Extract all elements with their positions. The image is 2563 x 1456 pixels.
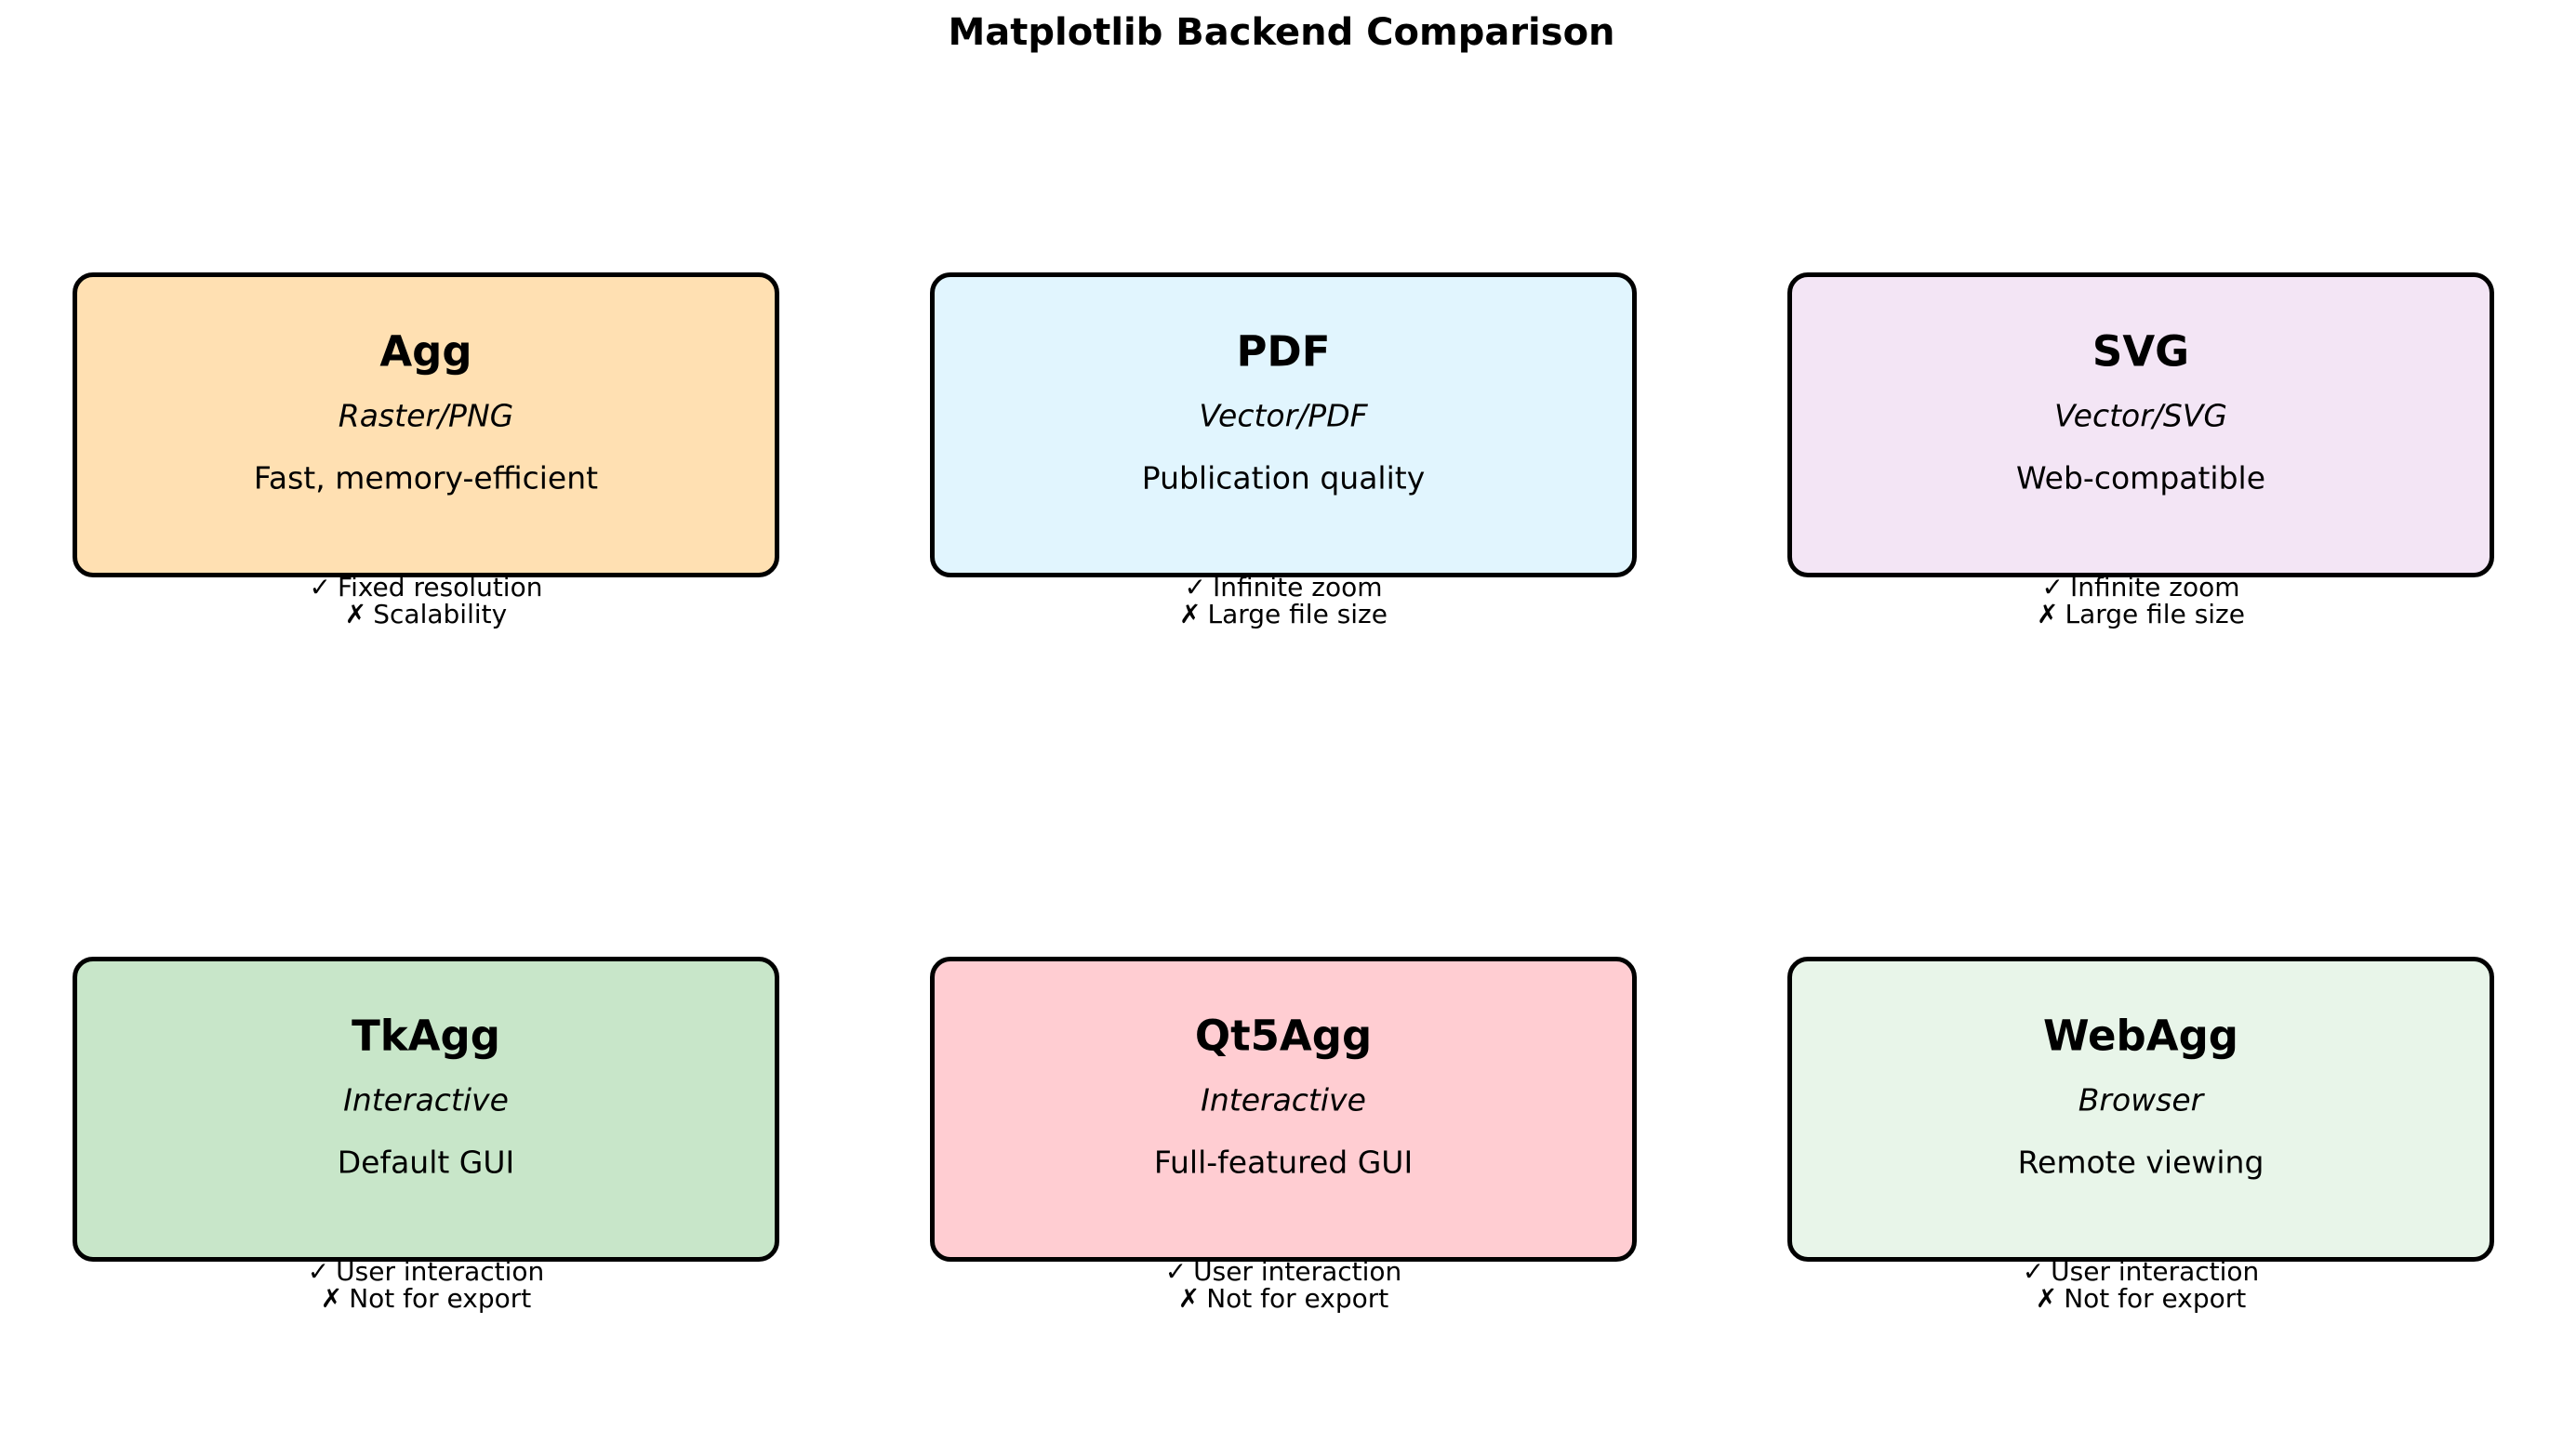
con-label: Not for export <box>349 1283 532 1314</box>
backend-name: TkAgg <box>352 1011 500 1060</box>
pro-label: User interaction <box>1193 1256 1402 1287</box>
backend-card-qt5agg: Qt5Agg Interactive Full-featured GUI <box>930 957 1637 1262</box>
con-line: ✗Not for export <box>1787 1285 2494 1312</box>
check-icon: ✓ <box>2022 1256 2045 1287</box>
backend-type: Vector/SVG <box>2054 397 2227 434</box>
con-line: ✗Large file size <box>1787 601 2494 628</box>
backend-description: Default GUI <box>337 1144 515 1181</box>
backend-description: Full-featured GUI <box>1153 1144 1414 1181</box>
pro-label: Infinite zoom <box>2069 572 2240 602</box>
con-label: Scalability <box>373 599 508 629</box>
con-label: Large file size <box>2065 599 2245 629</box>
backend-proscons-pdf: ✓Infinite zoom ✗Large file size <box>930 574 1637 628</box>
backend-proscons-webagg: ✓User interaction ✗Not for export <box>1787 1258 2494 1312</box>
pro-label: User interaction <box>336 1256 545 1287</box>
backend-name: SVG <box>2092 326 2190 376</box>
backend-proscons-qt5agg: ✓User interaction ✗Not for export <box>930 1258 1637 1312</box>
backend-type: Raster/PNG <box>338 397 514 434</box>
check-icon: ✓ <box>309 572 331 602</box>
con-line: ✗Large file size <box>930 601 1637 628</box>
pro-line: ✓User interaction <box>1787 1258 2494 1285</box>
check-icon: ✓ <box>307 1256 330 1287</box>
pro-line: ✓Fixed resolution <box>73 574 779 601</box>
pro-line: ✓Infinite zoom <box>930 574 1637 601</box>
backend-type: Interactive <box>1201 1081 1366 1118</box>
backend-name: Agg <box>379 326 472 376</box>
pro-line: ✓User interaction <box>930 1258 1637 1285</box>
backend-description: Web-compatible <box>2015 459 2266 496</box>
cross-icon: ✗ <box>2037 599 2059 629</box>
backend-name: PDF <box>1236 326 1331 376</box>
check-icon: ✓ <box>1164 1256 1188 1287</box>
pro-label: User interaction <box>2051 1256 2260 1287</box>
backend-description: Remote viewing <box>2017 1144 2264 1181</box>
backend-description: Fast, memory-efficient <box>253 459 599 496</box>
pro-label: Fixed resolution <box>338 572 543 602</box>
backend-name: Qt5Agg <box>1194 1011 1373 1060</box>
backend-type: Vector/PDF <box>1199 397 1368 434</box>
pro-line: ✓Infinite zoom <box>1787 574 2494 601</box>
cross-icon: ✗ <box>320 1283 343 1314</box>
cross-icon: ✗ <box>1177 1283 1201 1314</box>
backend-card-agg: Agg Raster/PNG Fast, memory-efficient <box>73 272 779 577</box>
backend-proscons-tkagg: ✓User interaction ✗Not for export <box>73 1258 779 1312</box>
backend-card-svg: SVG Vector/SVG Web-compatible <box>1787 272 2494 577</box>
pro-label: Infinite zoom <box>1212 572 1383 602</box>
backend-proscons-agg: ✓Fixed resolution ✗Scalability <box>73 574 779 628</box>
backend-card-webagg: WebAgg Browser Remote viewing <box>1787 957 2494 1262</box>
con-line: ✗Not for export <box>930 1285 1637 1312</box>
con-line: ✗Scalability <box>73 601 779 628</box>
backend-card-tkagg: TkAgg Interactive Default GUI <box>73 957 779 1262</box>
backend-type: Browser <box>2078 1081 2204 1118</box>
backend-name: WebAgg <box>2042 1011 2238 1060</box>
backend-type: Interactive <box>343 1081 509 1118</box>
con-label: Large file size <box>1207 599 1388 629</box>
backend-card-pdf: PDF Vector/PDF Publication quality <box>930 272 1637 577</box>
check-icon: ✓ <box>2041 572 2064 602</box>
cross-icon: ✗ <box>2035 1283 2058 1314</box>
check-icon: ✓ <box>1184 572 1206 602</box>
cross-icon: ✗ <box>1179 599 1202 629</box>
cross-icon: ✗ <box>344 599 367 629</box>
backend-description: Publication quality <box>1141 459 1426 496</box>
con-label: Not for export <box>1206 1283 1389 1314</box>
backend-proscons-svg: ✓Infinite zoom ✗Large file size <box>1787 574 2494 628</box>
con-line: ✗Not for export <box>73 1285 779 1312</box>
con-label: Not for export <box>2064 1283 2247 1314</box>
page-title: Matplotlib Backend Comparison <box>948 11 1615 54</box>
pro-line: ✓User interaction <box>73 1258 779 1285</box>
